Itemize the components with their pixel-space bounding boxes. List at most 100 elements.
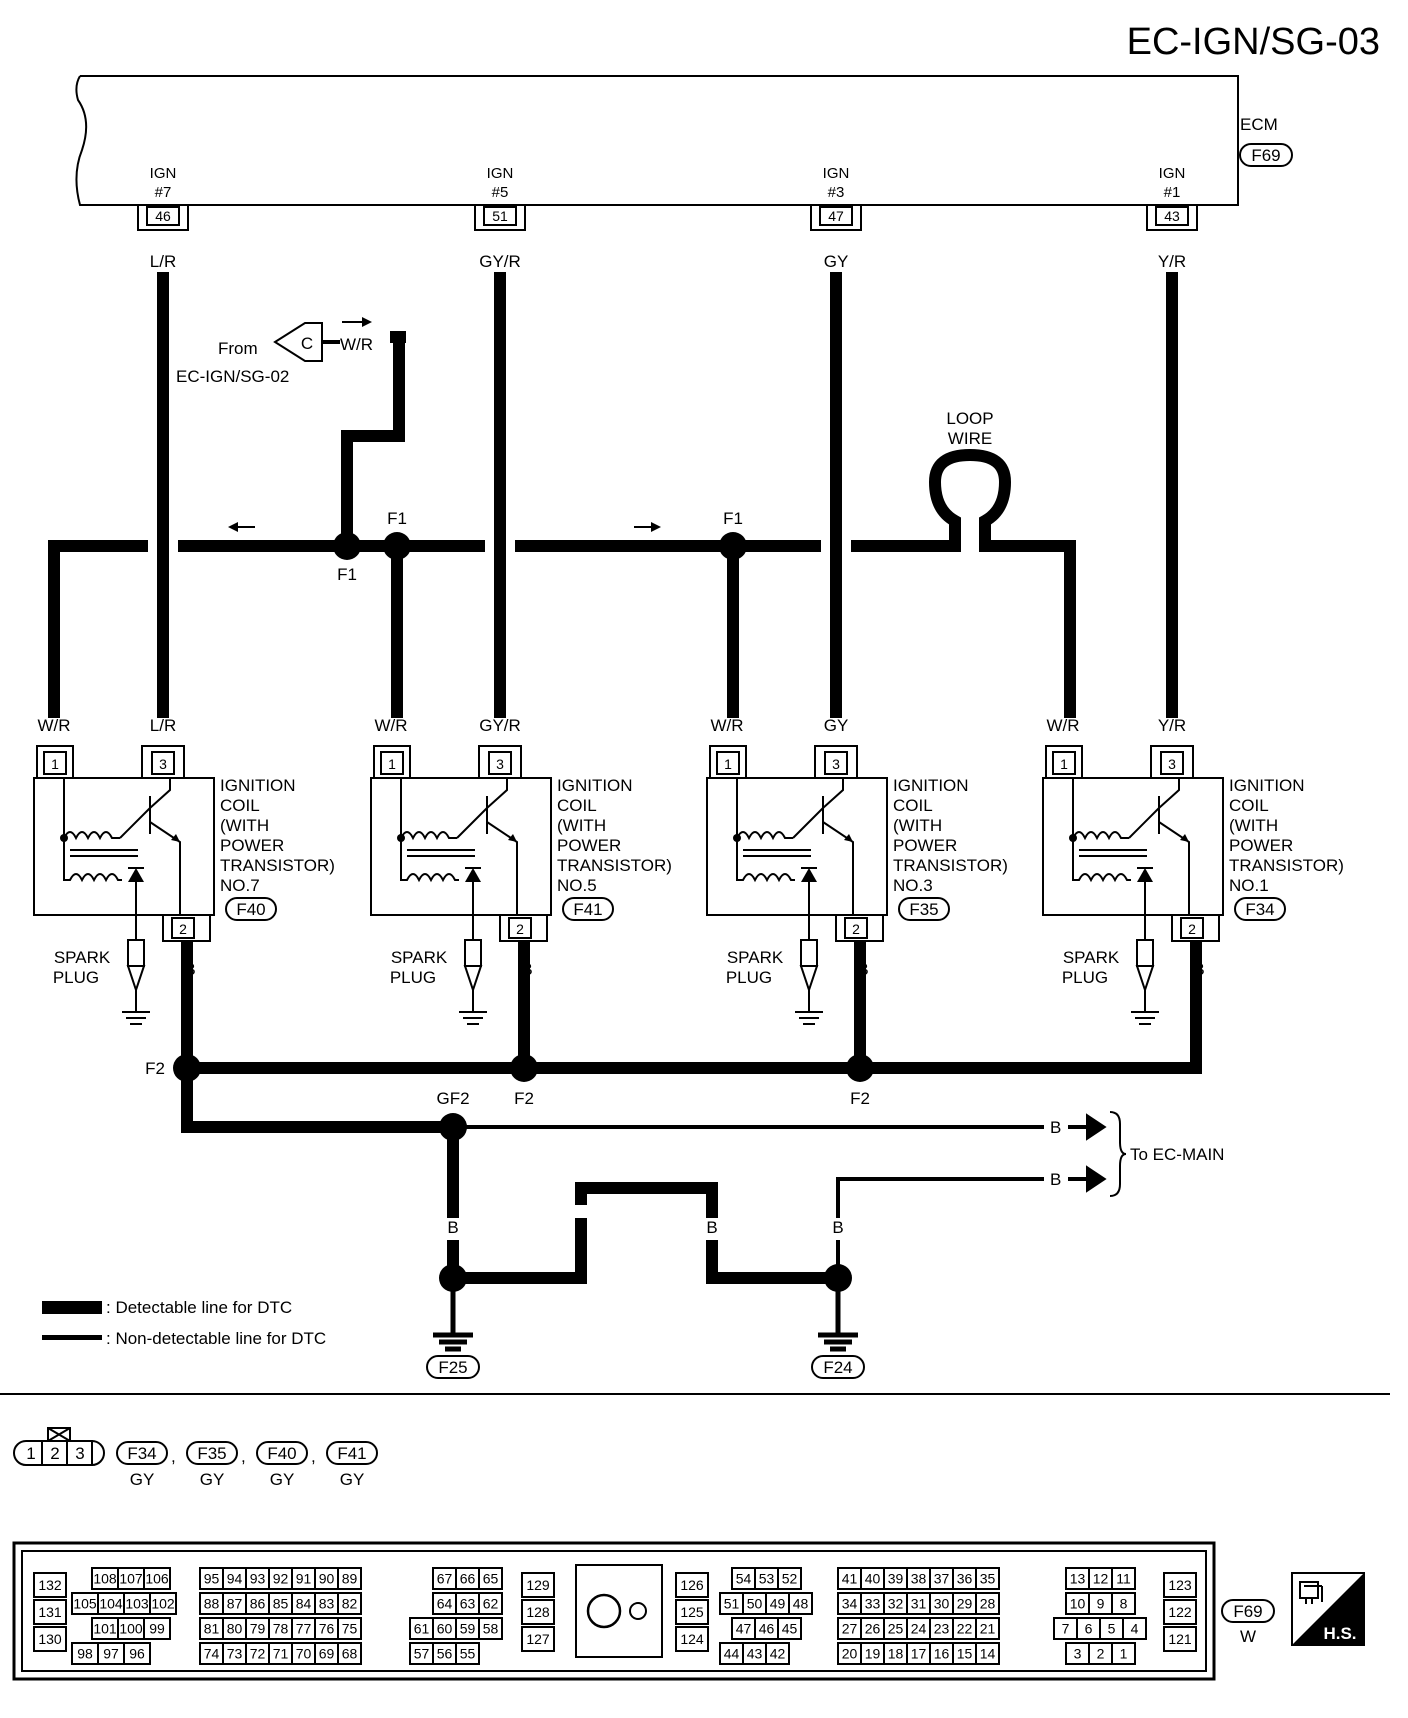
- harness-side-label: H.S.: [1323, 1624, 1356, 1643]
- ground-connector-id: F24: [823, 1358, 852, 1377]
- connector-pin-label: 104: [99, 1596, 123, 1612]
- wire-color-label: Y/R: [1158, 252, 1186, 271]
- from-reference: From EC-IGN/SG-02 C W/R: [176, 317, 406, 546]
- spark-plug-label: SPARK: [727, 948, 784, 967]
- connector-pin-label: 53: [759, 1571, 775, 1587]
- connector-pin-label: 108: [93, 1571, 117, 1587]
- connector-pin-label: 3: [75, 1444, 84, 1463]
- wire-color-label: GY: [824, 252, 849, 271]
- small-connector-face: 1 2 3 F34 GY , F35 GY , F40 GY , F41 GY: [13, 1427, 378, 1489]
- coil-pin-label: 3: [496, 756, 504, 772]
- connector-pin-label: 81: [204, 1621, 220, 1637]
- coil-label: TRANSISTOR): [557, 856, 672, 875]
- from-page-label: EC-IGN/SG-02: [176, 367, 289, 386]
- connector-pin-label: 96: [129, 1646, 145, 1662]
- connector-cell: [521, 1626, 555, 1652]
- ignition-coil-no1: W/R Y/R 1 3 2 IGNITION COIL (WITH POWER …: [1042, 716, 1344, 1025]
- splice-label: F2: [850, 1089, 870, 1108]
- ecm-pin-name: IGN: [823, 165, 850, 182]
- connector-ref-id: F40: [267, 1444, 296, 1463]
- wire-color-label: L/R: [150, 252, 176, 271]
- loop-wire-label: LOOP: [946, 409, 993, 428]
- coil-label: (WITH: [220, 816, 269, 835]
- connector-pin-label: 76: [319, 1621, 335, 1637]
- ecm-pin-terminal: 43: [1164, 208, 1180, 224]
- ecm-pin-ign1: IGN #1 43 Y/R: [1146, 165, 1198, 271]
- connector-pin-label: 74: [204, 1646, 220, 1662]
- connector-pin-label: 89: [342, 1571, 358, 1587]
- connector-pin-label: 99: [149, 1621, 165, 1637]
- connector-pin-label: 1: [1120, 1646, 1128, 1662]
- wire-color-label: B: [1050, 1118, 1061, 1137]
- connector-pin-label: 25: [888, 1621, 904, 1637]
- wire-color-label: B: [832, 1218, 843, 1237]
- coil-label: (WITH: [893, 816, 942, 835]
- ground-bus: F2 F2 F2 GF2 B B B B B B To EC-MAIN F25 …: [145, 941, 1224, 1379]
- ecm-pin-number: #1: [1164, 184, 1181, 201]
- connector-pin-label: 91: [296, 1571, 312, 1587]
- legend-label: : Non-detectable line for DTC: [106, 1329, 326, 1348]
- coil-pin-label: 2: [516, 921, 524, 937]
- spark-plug-label: SPARK: [1063, 948, 1120, 967]
- splice-dot: [846, 1054, 874, 1082]
- connector-pin-label: 86: [250, 1596, 266, 1612]
- connector-cell: [975, 1642, 1000, 1665]
- connector-pin-label: 83: [319, 1596, 335, 1612]
- separator-comma: ,: [171, 1447, 176, 1466]
- connector-pin-label: 30: [934, 1596, 950, 1612]
- connector-pin-label: 12: [1093, 1571, 1109, 1587]
- ecm-pin-ign5: IGN #5 51 GY/R: [474, 165, 526, 271]
- connector-cell: [1122, 1617, 1147, 1640]
- separator-comma: ,: [241, 1447, 246, 1466]
- spark-plug-label: SPARK: [54, 948, 111, 967]
- connector-cell: [337, 1567, 362, 1590]
- coil-body: [706, 777, 888, 916]
- connector-pin-label: 85: [273, 1596, 289, 1612]
- connector-pin-label: 126: [680, 1577, 704, 1593]
- connector-pin-label: 2: [50, 1444, 59, 1463]
- connector-ref-id: F34: [127, 1444, 156, 1463]
- connector-pin-label: 75: [342, 1621, 358, 1637]
- spark-plug-label: PLUG: [726, 968, 772, 987]
- legend-label: : Detectable line for DTC: [106, 1298, 292, 1317]
- coil-pin-label: 1: [388, 756, 396, 772]
- connector-cell: [1111, 1642, 1136, 1665]
- legend-thin-swatch: [42, 1335, 102, 1340]
- connector-pin-label: 3: [1074, 1646, 1082, 1662]
- connector-pin-label: 35: [980, 1571, 996, 1587]
- connector-pin-label: 65: [483, 1571, 499, 1587]
- connector-pin-label: 87: [227, 1596, 243, 1612]
- connector-pin-label: 59: [460, 1621, 476, 1637]
- splice-dot: [173, 1054, 201, 1082]
- connector-pin-label: 38: [911, 1571, 927, 1587]
- connector-pin-label: 92: [273, 1571, 289, 1587]
- ecm-connector-id: F69: [1251, 146, 1280, 165]
- connector-pin-label: 49: [770, 1596, 786, 1612]
- wire-color-label: GY/R: [479, 252, 521, 271]
- splice-label: F1: [337, 565, 357, 584]
- connector-pin-label: 90: [319, 1571, 335, 1587]
- connector-pin-label: 105: [73, 1596, 97, 1612]
- connector-pin-label: 37: [934, 1571, 950, 1587]
- connector-pin-label: 128: [526, 1604, 550, 1620]
- spark-plug-label: PLUG: [53, 968, 99, 987]
- connector-pin-label: 88: [204, 1596, 220, 1612]
- coil-label: NO.7: [220, 876, 260, 895]
- splice-dot: [383, 532, 411, 560]
- connector-pin-label: 71: [273, 1646, 289, 1662]
- ecm-pin-number: #5: [492, 184, 509, 201]
- connector-pin-label: 7: [1062, 1621, 1070, 1637]
- connector-pin-label: 60: [437, 1621, 453, 1637]
- harness-side-icon: [1299, 1581, 1323, 1604]
- connector-pin-label: 16: [934, 1646, 950, 1662]
- connector-pin-label: 42: [770, 1646, 786, 1662]
- connector-pin-label: 5: [1108, 1621, 1116, 1637]
- coil-pin-label: 1: [724, 756, 732, 772]
- connector-pin-label: 32: [888, 1596, 904, 1612]
- connector-pin-label: 64: [437, 1596, 453, 1612]
- connector-pin-label: 18: [888, 1646, 904, 1662]
- ecm-pin-name: IGN: [487, 165, 514, 182]
- connector-pin-label: 127: [526, 1631, 550, 1647]
- connector-pin-label: 58: [483, 1621, 499, 1637]
- connector-pin-label: 50: [747, 1596, 763, 1612]
